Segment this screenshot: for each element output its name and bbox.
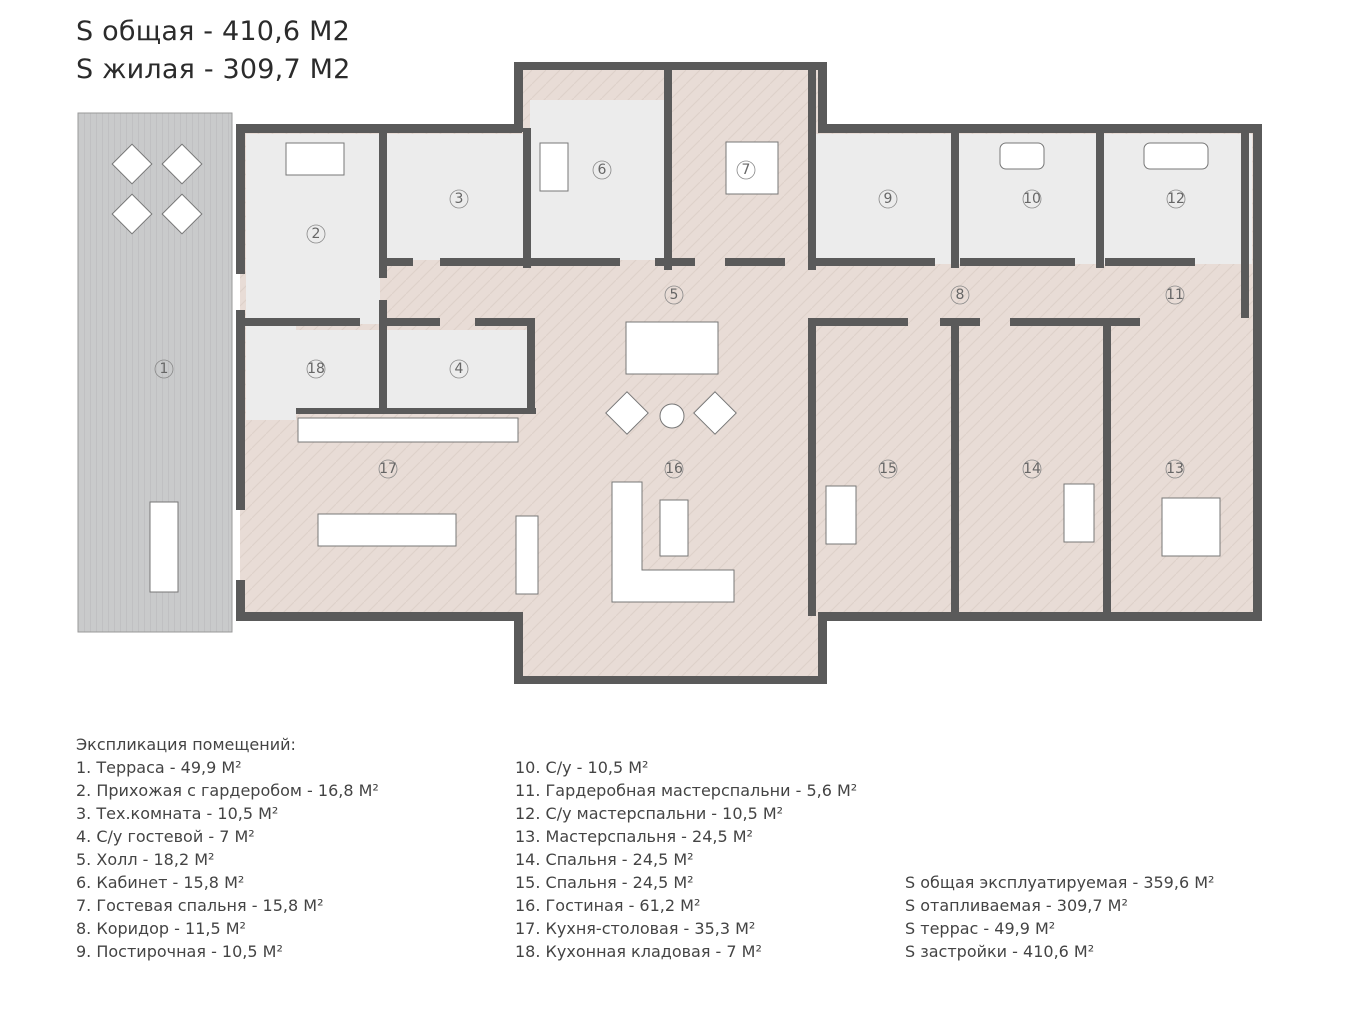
svg-text:16: 16 <box>665 461 683 477</box>
legend-item: 14. Спальня - 24,5 М² <box>515 850 694 869</box>
room-12-label: 12 <box>1166 189 1186 209</box>
legend-item: 17. Кухня-столовая - 35,3 М² <box>515 919 756 938</box>
svg-text:11: 11 <box>1166 287 1184 303</box>
svg-text:18: 18 <box>307 361 325 377</box>
legend-item: 18. Кухонная кладовая - 7 М² <box>515 942 762 961</box>
svg-text:6: 6 <box>598 162 607 178</box>
room-8-label: 8 <box>950 285 970 305</box>
svg-text:10: 10 <box>1023 191 1041 207</box>
svg-text:7: 7 <box>742 162 751 178</box>
svg-text:3: 3 <box>455 191 464 207</box>
legend-item: 9. Постирочная - 10,5 М² <box>76 942 283 961</box>
room-16-label: 16 <box>664 459 684 479</box>
svg-text:1: 1 <box>160 361 169 377</box>
legend-col1: Экспликация помещений: 1. Терраса - 49,9… <box>76 733 379 963</box>
room-4-label: 4 <box>449 359 469 379</box>
legend-item: 4. С/у гостевой - 7 М² <box>76 827 255 846</box>
svg-text:4: 4 <box>455 361 464 377</box>
legend-item: 3. Тех.комната - 10,5 М² <box>76 804 279 823</box>
total-item: S террас - 49,9 М² <box>905 919 1056 938</box>
legend-title: Экспликация помещений: <box>76 735 296 754</box>
room-3-label: 3 <box>449 189 469 209</box>
total-item: S застройки - 410,6 М² <box>905 942 1095 961</box>
room-15-label: 15 <box>878 459 898 479</box>
svg-text:8: 8 <box>956 287 965 303</box>
svg-text:2: 2 <box>312 226 321 242</box>
legend-item: 5. Холл - 18,2 М² <box>76 850 215 869</box>
svg-text:5: 5 <box>670 287 679 303</box>
walls <box>236 62 1262 684</box>
legend-item: 11. Гардеробная мастерспальни - 5,6 М² <box>515 781 858 800</box>
room-9-label: 9 <box>878 189 898 209</box>
furniture <box>111 141 1221 603</box>
living-area-title: S жилая - 309,7 М2 <box>76 54 351 85</box>
svg-text:13: 13 <box>1166 461 1184 477</box>
room-2-label: 2 <box>306 224 326 244</box>
floor-bottom-bump <box>518 610 822 680</box>
total-area-title: S общая - 410,6 М2 <box>76 16 350 47</box>
total-item: S общая эксплуатируемая - 359,6 М² <box>905 873 1215 892</box>
legend-item: 8. Коридор - 11,5 М² <box>76 919 246 938</box>
room-18-label: 18 <box>306 359 326 379</box>
room-6-label: 6 <box>592 160 612 180</box>
legend-item: 1. Терраса - 49,9 М² <box>76 758 242 777</box>
svg-text:15: 15 <box>879 461 897 477</box>
legend-item: 7. Гостевая спальня - 15,8 М² <box>76 896 324 915</box>
legend-col2: 10. С/у - 10,5 М² 11. Гардеробная мастер… <box>515 756 857 963</box>
svg-text:17: 17 <box>379 461 397 477</box>
svg-text:9: 9 <box>884 191 893 207</box>
room-5-label: 5 <box>664 285 684 305</box>
room-13-label: 13 <box>1165 459 1185 479</box>
legend-item: 12. С/у мастерспальни - 10,5 М² <box>515 804 784 823</box>
room-labels: 1 2 3 4 5 6 7 8 9 10 11 12 13 14 15 16 1… <box>154 160 1186 479</box>
legend-item: 2. Прихожая с гардеробом - 16,8 М² <box>76 781 379 800</box>
legend-item: 16. Гостиная - 61,2 М² <box>515 896 701 915</box>
room-17-label: 17 <box>378 459 398 479</box>
room-11-label: 11 <box>1165 285 1185 305</box>
room-14-label: 14 <box>1022 459 1042 479</box>
legend-item: 13. Мастерспальня - 24,5 М² <box>515 827 753 846</box>
svg-text:12: 12 <box>1167 191 1185 207</box>
legend-item: 10. С/у - 10,5 М² <box>515 758 649 777</box>
total-item: S отапливаемая - 309,7 М² <box>905 896 1128 915</box>
legend-totals: S общая эксплуатируемая - 359,6 М² S ота… <box>905 871 1214 963</box>
room-7-label: 7 <box>736 160 756 180</box>
room-10-label: 10 <box>1022 189 1042 209</box>
svg-text:14: 14 <box>1023 461 1041 477</box>
room-1-label: 1 <box>154 359 174 379</box>
legend-item: 15. Спальня - 24,5 М² <box>515 873 694 892</box>
legend-item: 6. Кабинет - 15,8 М² <box>76 873 245 892</box>
floor-plan: 1 2 3 4 5 6 7 8 9 10 11 12 13 14 15 16 1… <box>77 62 1262 684</box>
